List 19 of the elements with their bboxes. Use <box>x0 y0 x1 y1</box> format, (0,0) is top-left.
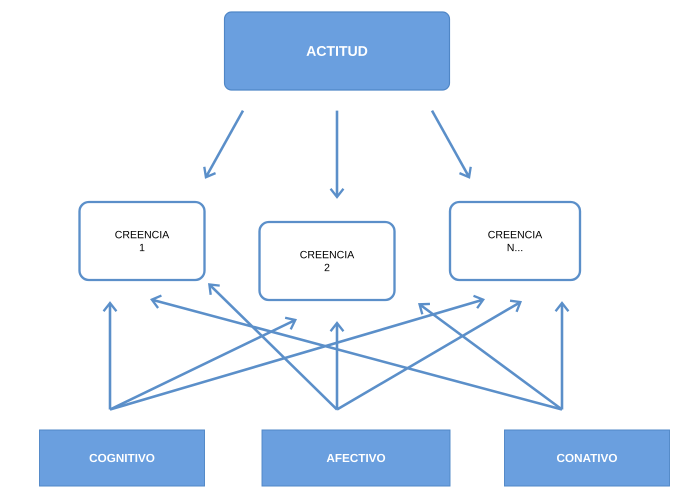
arrow <box>554 301 570 410</box>
arrow <box>430 110 472 179</box>
arrow <box>203 110 244 179</box>
belief-box: CREENCIA 1 <box>78 200 206 282</box>
component-box: CONATIVO <box>504 430 670 486</box>
title-box: ACTITUD <box>224 11 450 91</box>
arrow <box>330 321 344 410</box>
arrow <box>418 302 563 411</box>
belief-box: CREENCIA 2 <box>258 220 396 302</box>
belief-box: CREENCIA N... <box>448 200 582 282</box>
arrow <box>330 110 344 199</box>
arrow <box>150 294 562 411</box>
arrow <box>102 301 118 410</box>
arrow <box>110 294 485 411</box>
component-box: COGNITIVO <box>39 430 205 486</box>
arrow <box>109 316 297 411</box>
arrow <box>208 283 338 410</box>
component-box: AFECTIVO <box>262 430 450 486</box>
arrow <box>336 300 522 411</box>
